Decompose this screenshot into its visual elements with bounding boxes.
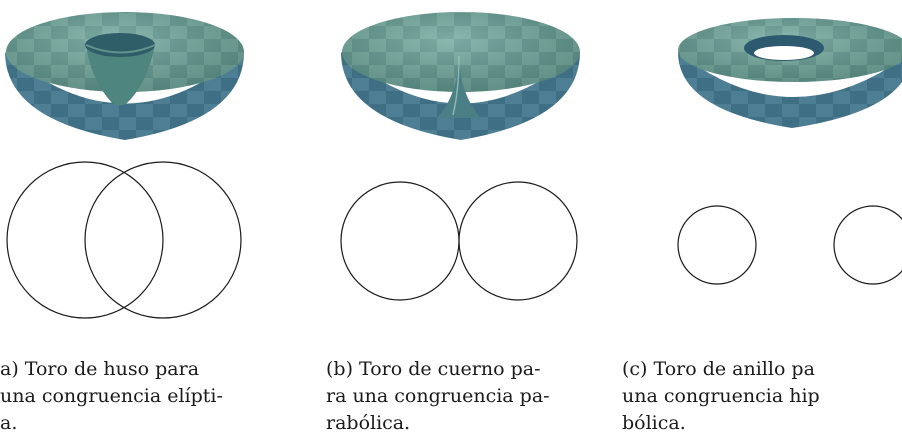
circle-right — [833, 205, 902, 285]
circle-left — [677, 205, 757, 285]
caption-c-line-1: (c) Toro de anillo pa — [622, 358, 815, 380]
caption-b: (b) Toro de cuerno pa- ra una congruenci… — [326, 356, 550, 437]
circle-right — [458, 181, 578, 301]
caption-a-line-3: a. — [0, 412, 18, 434]
spindle-torus-figure — [5, 12, 244, 319]
circle-right — [84, 161, 242, 319]
parabolic-congruence-circles — [340, 181, 578, 301]
circle-left — [340, 181, 460, 301]
elliptic-congruence-circles — [6, 161, 242, 319]
caption-b-line-2: ra una congruencia pa- — [326, 385, 550, 407]
caption-b-line-3: rabólica. — [326, 412, 411, 434]
caption-c-line-3: bólica. — [622, 412, 686, 434]
caption-b-line-1: (b) Toro de cuerno pa- — [326, 358, 541, 380]
ring-torus-surface — [678, 18, 902, 128]
caption-c-line-2: una congruencia hip — [622, 385, 820, 407]
caption-c: (c) Toro de anillo pa una congruencia hi… — [622, 356, 820, 437]
panel-horn-torus: (b) Toro de cuerno pa- ra una congruenci… — [318, 0, 598, 445]
caption-a-line-2: una congruencia elípti- — [0, 385, 223, 407]
hyperbolic-congruence-circles — [677, 205, 902, 285]
panel-ring-torus: (c) Toro de anillo pa una congruencia hi… — [612, 0, 902, 445]
panel-spindle-torus: a) Toro de huso para una congruencia elí… — [0, 0, 300, 445]
caption-a: a) Toro de huso para una congruencia elí… — [0, 356, 223, 437]
ring-torus-figure — [677, 18, 902, 285]
horn-torus-figure — [340, 12, 580, 301]
caption-a-line-1: a) Toro de huso para — [0, 358, 200, 380]
spindle-torus-surface — [5, 12, 244, 140]
circle-left — [6, 161, 164, 319]
horn-torus-surface — [341, 12, 580, 140]
